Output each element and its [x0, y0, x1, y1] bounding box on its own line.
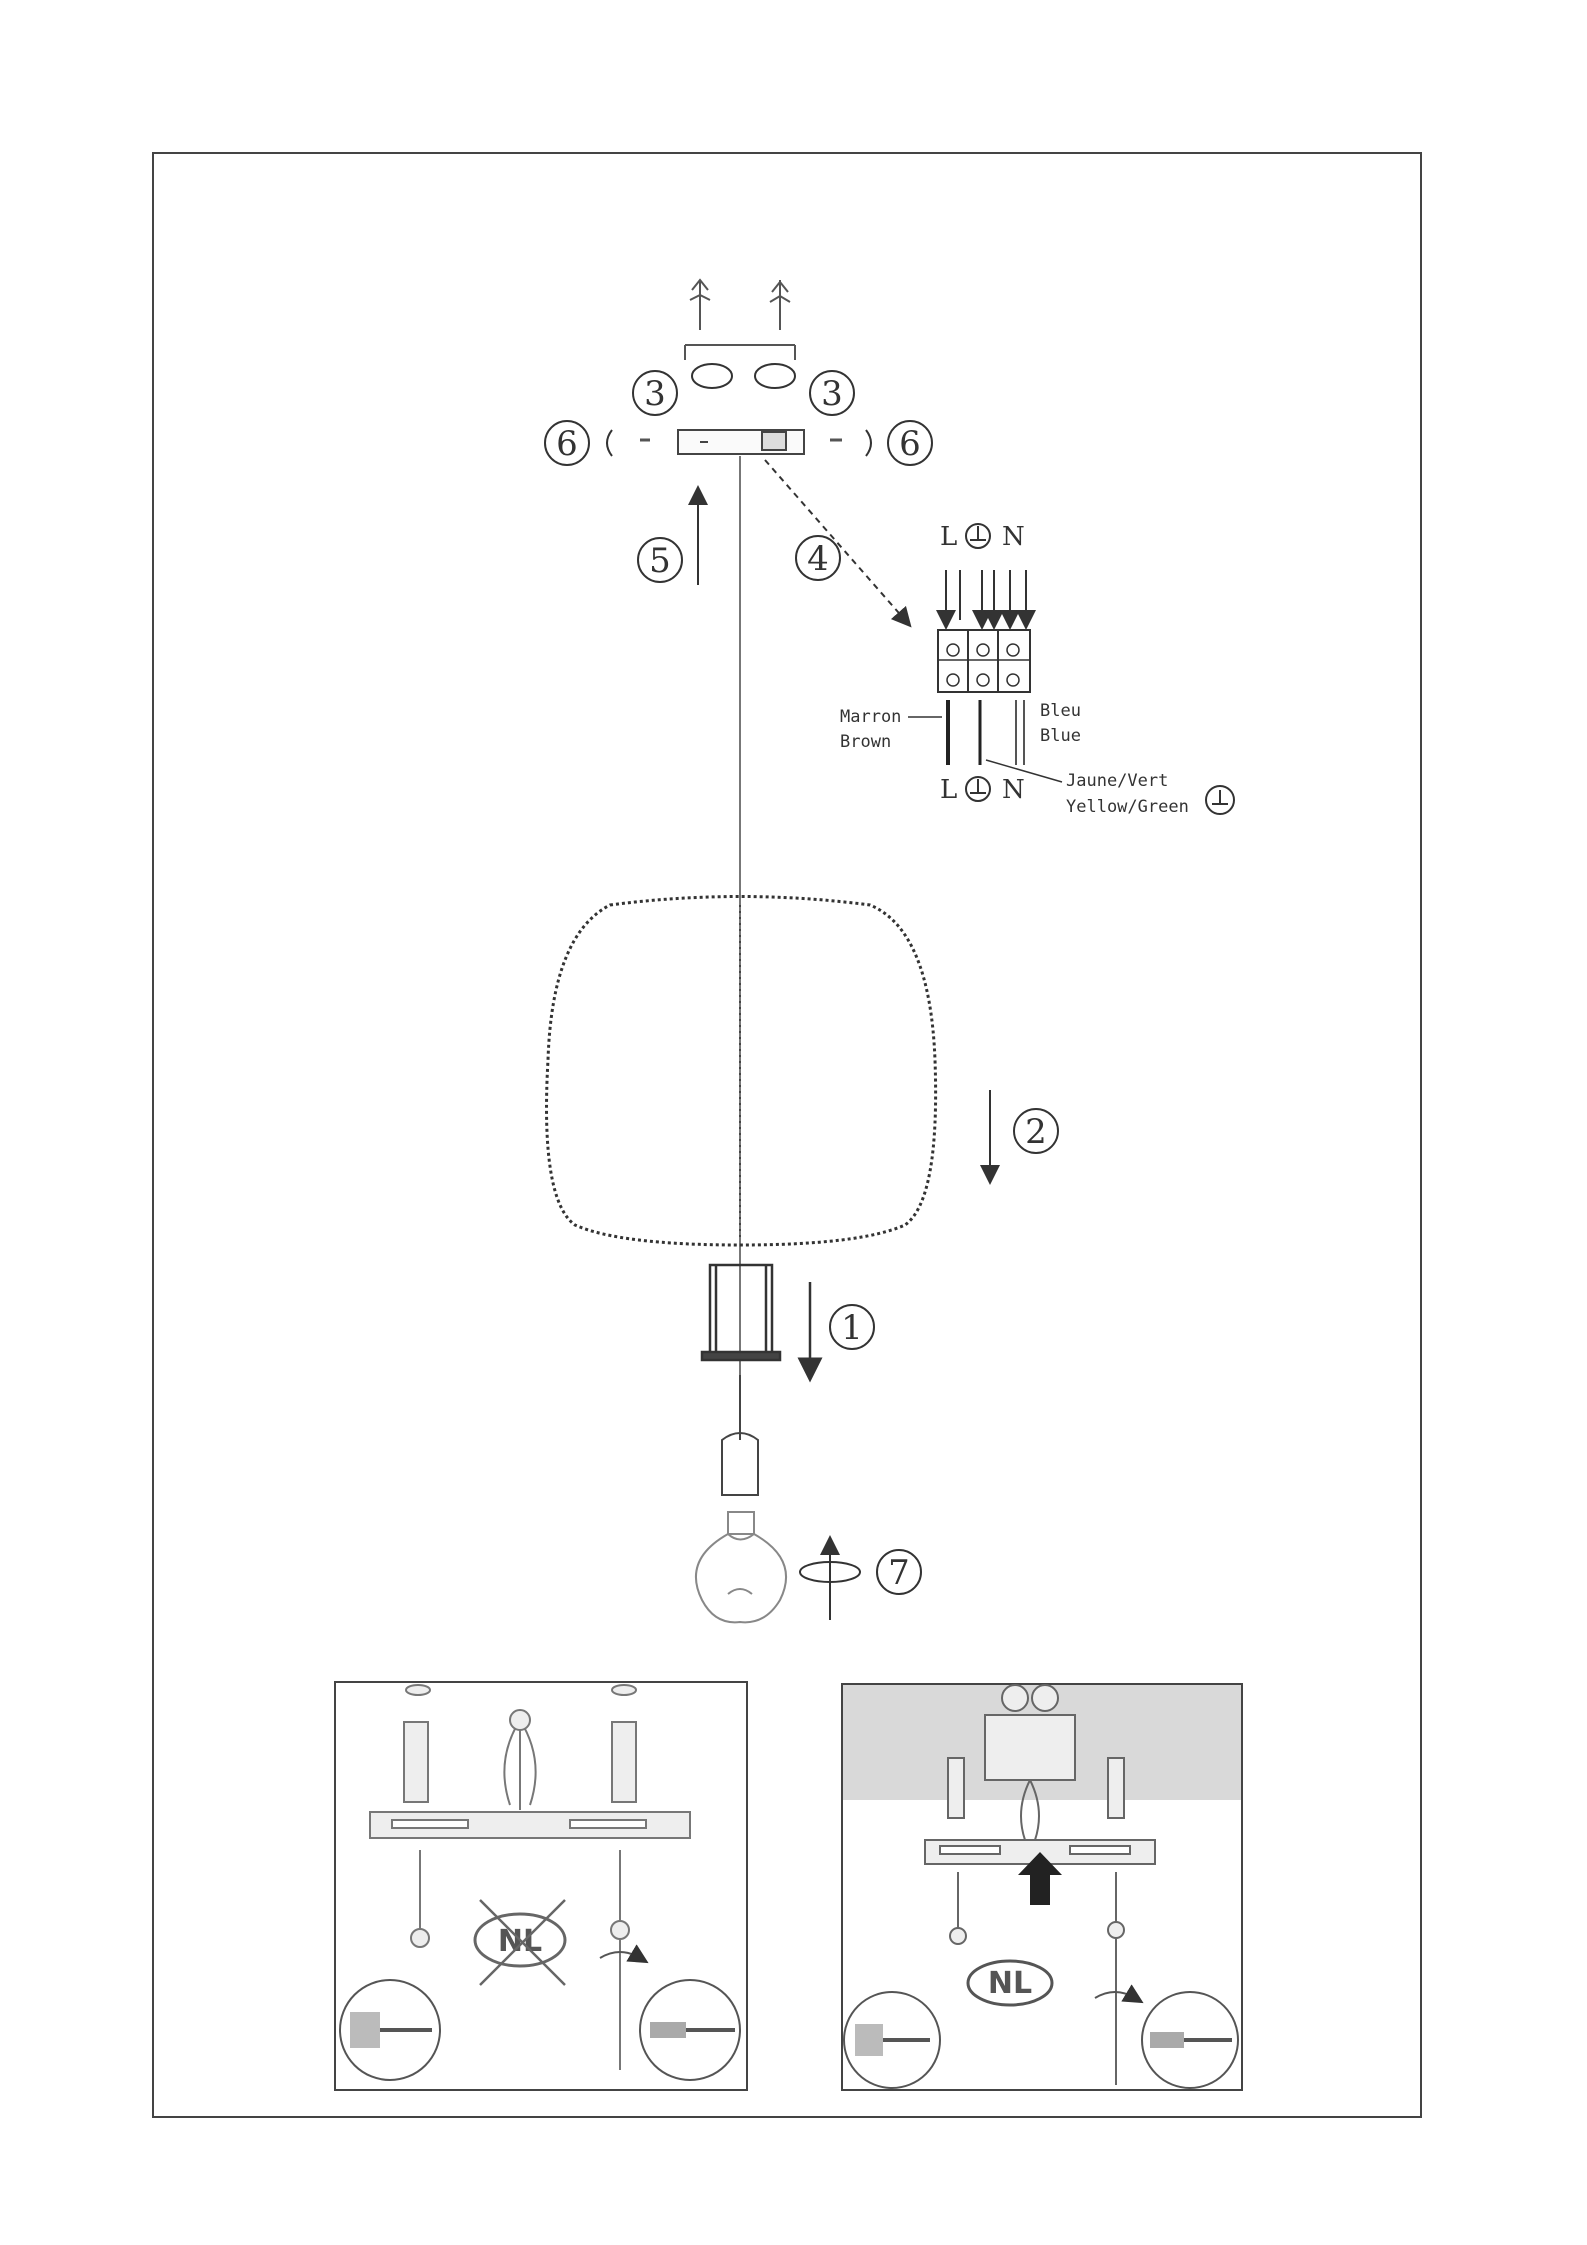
svg-text:5: 5 — [649, 541, 671, 581]
svg-text:Jaune/Vert: Jaune/Vert — [1066, 771, 1168, 791]
svg-text:2: 2 — [1025, 1112, 1047, 1152]
rawlplug-detail-icon — [340, 1980, 440, 2080]
rotate-arrow-right-icon — [755, 364, 795, 388]
svg-text:L: L — [940, 522, 957, 552]
step-3-right: 3 — [810, 371, 854, 415]
svg-text:7: 7 — [888, 1553, 910, 1593]
mounting-panel-right: NL — [842, 1684, 1242, 2090]
svg-text:Bleu: Bleu — [1040, 701, 1081, 721]
mounting-panel-left: NL — [335, 1682, 747, 2090]
svg-text:N: N — [1002, 522, 1025, 552]
step-7: 7 — [800, 1545, 921, 1620]
svg-text:4: 4 — [807, 539, 829, 579]
terminal-block: L N Marron Brown Bleu Blu — [840, 522, 1234, 817]
svg-text:Yellow/Green: Yellow/Green — [1066, 797, 1189, 817]
rawlplug-detail-icon — [844, 1992, 940, 2088]
svg-text:3: 3 — [821, 374, 843, 414]
svg-text:N: N — [1002, 775, 1025, 805]
step-3-left: 3 — [633, 371, 677, 415]
canopy-plate — [678, 430, 804, 454]
svg-text:3: 3 — [644, 374, 666, 414]
rotate-arrow-left-icon — [692, 364, 732, 388]
lamp-holder — [722, 1375, 758, 1495]
svg-text:Blue: Blue — [1040, 726, 1081, 746]
svg-text:Brown: Brown — [840, 732, 891, 752]
screwdriver-detail-icon — [640, 1980, 740, 2080]
svg-text:L: L — [940, 775, 957, 805]
ceiling-wires-icon — [685, 280, 795, 360]
step-1: 1 — [810, 1282, 874, 1370]
svg-text:6: 6 — [899, 424, 921, 464]
step-5: 5 — [638, 495, 698, 585]
glass-shade — [547, 897, 936, 1246]
svg-text:Marron: Marron — [840, 707, 901, 727]
svg-text:NL: NL — [988, 1966, 1032, 2001]
step-6-left: 6 — [545, 421, 650, 465]
svg-text:1: 1 — [841, 1308, 863, 1348]
screwdriver-detail-icon — [1142, 1992, 1238, 2088]
light-bulb-icon — [696, 1512, 786, 1622]
svg-text:6: 6 — [556, 424, 578, 464]
step-6-right: 6 — [830, 421, 932, 465]
step-4: 4 — [765, 460, 905, 620]
step-2: 2 — [990, 1090, 1058, 1175]
